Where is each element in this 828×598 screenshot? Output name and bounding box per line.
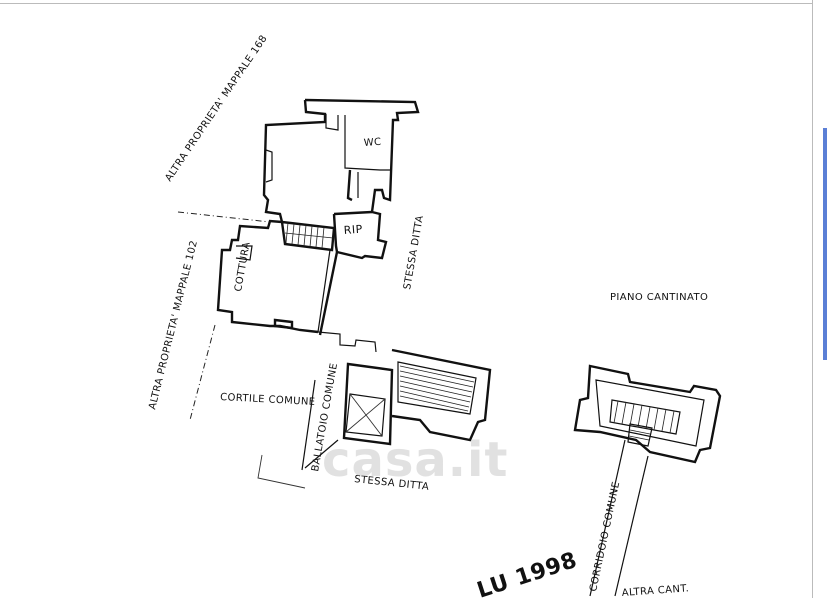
- label-cortile-comune: CORTILE COMUNE: [220, 392, 316, 408]
- label-year-stamp: LU 1998: [474, 548, 580, 598]
- watermark-logo: casa.it: [322, 432, 509, 488]
- label-altra-cant: ALTRA CANT.: [621, 583, 689, 598]
- label-altra-mappale-168: ALTRA PROPRIETA' MAPPALE 168: [163, 33, 269, 183]
- scrollbar[interactable]: [823, 128, 827, 360]
- boundary-line-bottom-left: [257, 454, 306, 489]
- label-corridoio-comune: CORRIDOIO COMUNE: [588, 481, 622, 593]
- boundary-line-left: [189, 324, 216, 421]
- upper-stair: [280, 220, 336, 252]
- label-stessa-ditta-right: STESSA DITTA: [402, 215, 426, 291]
- right-border: [812, 0, 813, 598]
- label-piano-cantinato: PIANO CANTINATO: [610, 292, 708, 303]
- cellar-block: [573, 364, 722, 597]
- label-wc: WC: [363, 137, 381, 149]
- kitchen-block: [216, 219, 377, 353]
- top-border: [0, 3, 812, 4]
- main-stair: [391, 348, 492, 442]
- lift-shaft: [301, 362, 394, 471]
- label-rip: RIP: [343, 223, 363, 237]
- boundary-line-top: [177, 211, 271, 223]
- upper-rooms: [262, 98, 420, 260]
- label-altra-mappale-102: ALTRA PROPRIETA' MAPPALE 102: [147, 239, 200, 410]
- label-cottura: COTTURA: [233, 241, 253, 293]
